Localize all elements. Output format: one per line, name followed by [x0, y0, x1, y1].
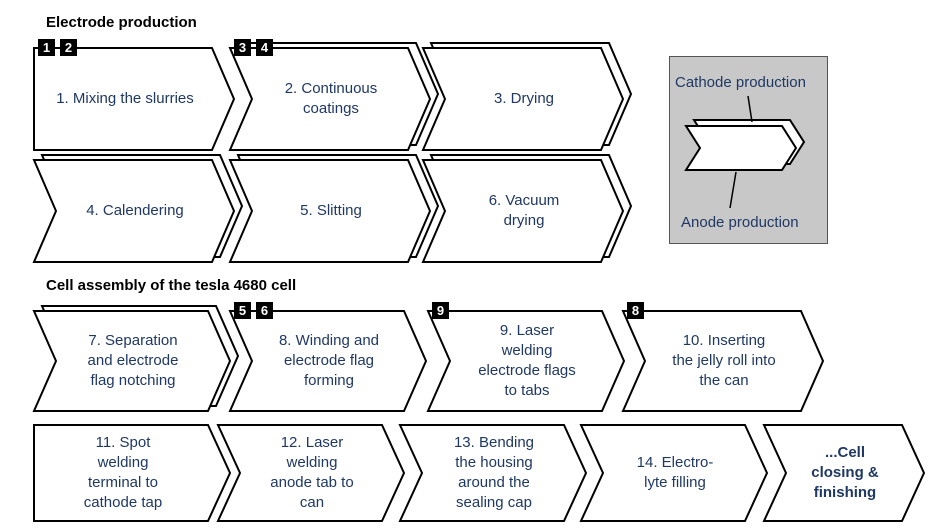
chevron-step-6: [421, 159, 625, 263]
legend-chevron-front: [684, 125, 798, 171]
legend-connector-cathode: [747, 95, 753, 123]
step-badge: 4: [256, 39, 273, 56]
chevron-step-14: [579, 424, 769, 522]
step-badge: 1: [38, 39, 55, 56]
chevron-step-13: [398, 424, 588, 522]
step-badge: 3: [234, 39, 251, 56]
chevron-step-8: [228, 310, 428, 412]
section-title-cell-assembly: Cell assembly of the tesla 4680 cell: [46, 277, 297, 294]
step-badge: 2: [60, 39, 77, 56]
chevron-step-2: [228, 47, 432, 151]
step-badge: 8: [627, 302, 644, 319]
step-badge: 5: [234, 302, 251, 319]
chevron-step-15: [762, 424, 926, 522]
chevron-step-4: [32, 159, 236, 263]
chevron-step-12: [216, 424, 406, 522]
legend-label-cathode: Cathode production: [675, 74, 806, 91]
legend-label-anode: Anode production: [681, 214, 799, 231]
chevron-step-10: [621, 310, 825, 412]
chevron-step-9: [426, 310, 626, 412]
chevron-step-3: [421, 47, 625, 151]
chevron-step-11: [33, 424, 232, 522]
step-badge: 6: [256, 302, 273, 319]
chevron-step-7: [32, 310, 232, 412]
chevron-step-1: [33, 47, 236, 151]
legend-connector-anode: [729, 171, 737, 209]
chevron-step-5: [228, 159, 432, 263]
section-title-electrode-production: Electrode production: [46, 14, 197, 31]
step-badge: 9: [432, 302, 449, 319]
